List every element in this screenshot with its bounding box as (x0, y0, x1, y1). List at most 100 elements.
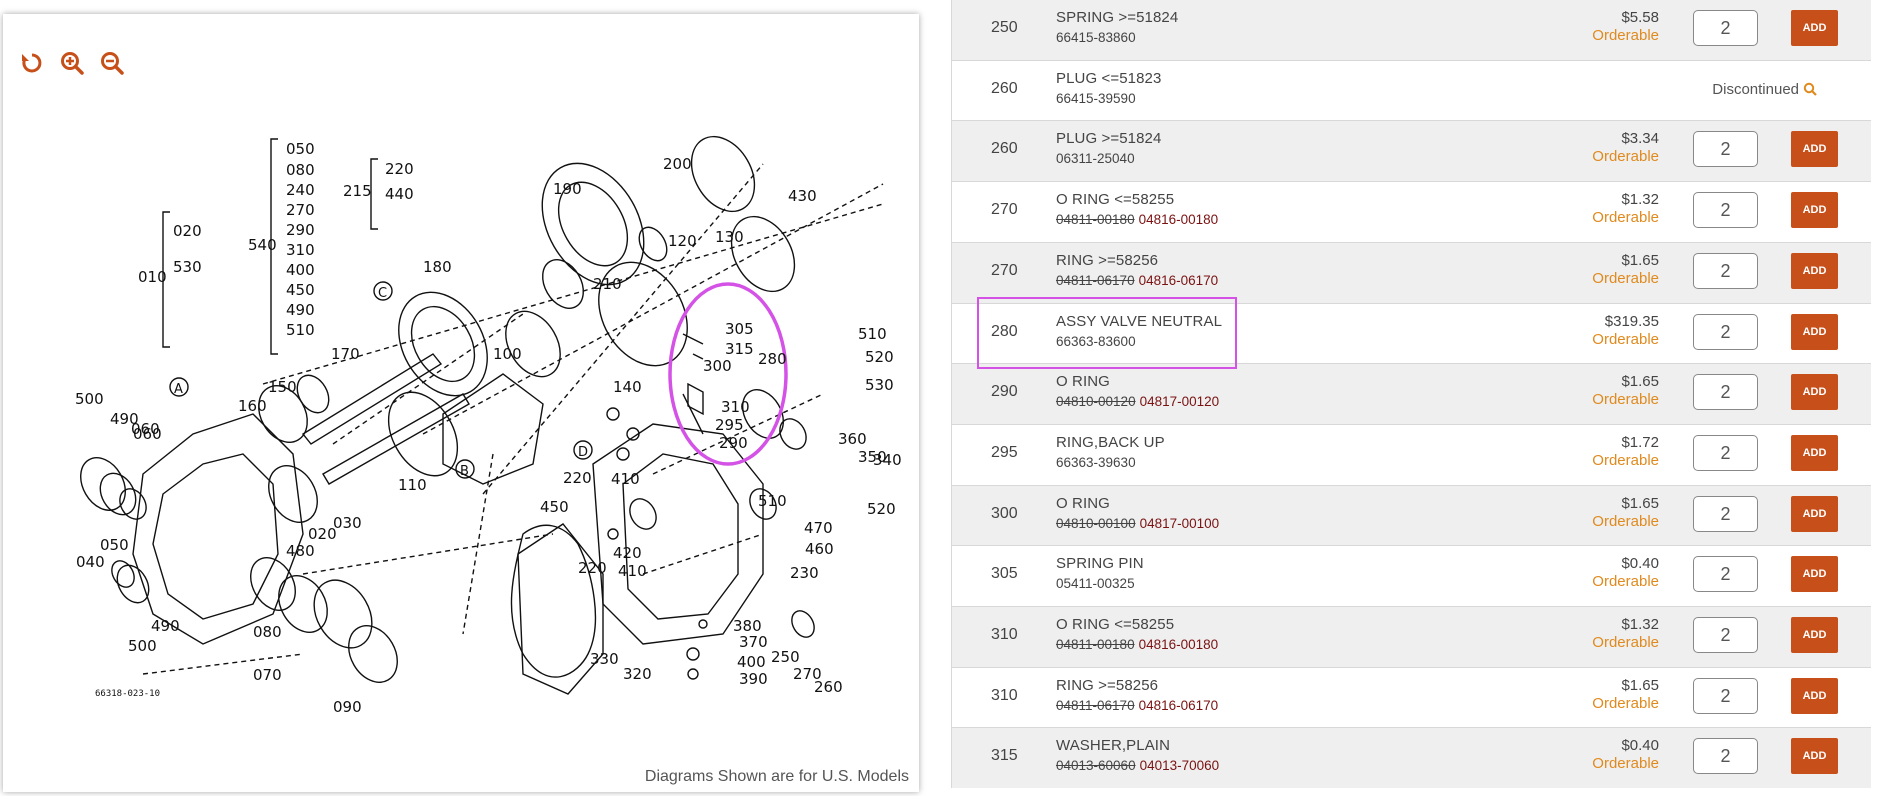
diagram-linework (373, 281, 393, 301)
part-number: 66415-83860 (1056, 30, 1136, 45)
replacement-part-number[interactable]: 04816-06170 (1138, 272, 1219, 288)
discontinued-status[interactable]: Discontinued (1712, 81, 1817, 98)
replacement-part-number[interactable]: 04816-00180 (1138, 637, 1219, 652)
part-description: RING >=58256 (1056, 251, 1159, 269)
availability-status: Orderable (1592, 694, 1659, 712)
add-to-cart-button[interactable]: ADD (1791, 374, 1838, 411)
zoom-out-icon (101, 52, 124, 75)
add-to-cart-button[interactable]: ADD (1791, 313, 1838, 350)
add-to-cart-button[interactable]: ADD (1791, 192, 1838, 229)
callout-number: 130 (715, 228, 744, 246)
replacement-part-number[interactable]: 04013-70060 (1139, 758, 1220, 774)
diagram-linework (687, 382, 704, 416)
add-to-cart-button[interactable]: ADD (1791, 677, 1838, 714)
replacement-part-number[interactable]: 04816-06170 (1138, 697, 1219, 713)
part-description: WASHER,PLAIN (1056, 737, 1171, 755)
callout-number: 350 (858, 448, 887, 466)
price: $1.32 (1621, 616, 1659, 633)
callout-number: 190 (553, 180, 582, 198)
add-to-cart-button[interactable]: ADD (1791, 10, 1838, 46)
part-description: O RING <=58255 (1056, 191, 1175, 209)
part-number: 05411-00325 (1056, 576, 1135, 591)
quantity-input[interactable]: 2 (1693, 192, 1758, 229)
diagram-linework (505, 310, 561, 378)
exploded-parts-diagram[interactable]: 0100205300605400500802402702903104004504… (3, 14, 919, 792)
callout-number: 220 (563, 469, 592, 487)
quantity-input[interactable]: 2 (1693, 617, 1758, 653)
part-description: PLUG >=51824 (1056, 130, 1162, 148)
diagram-linework (152, 453, 279, 620)
quantity-input[interactable]: 2 (1693, 434, 1758, 471)
add-to-cart-button[interactable]: ADD (1791, 495, 1838, 532)
diagram-linework (322, 393, 470, 485)
replacement-part-number[interactable]: 04816-00180 (1138, 212, 1219, 228)
quantity-input[interactable]: 2 (1693, 252, 1758, 289)
zoom-in-button[interactable] (57, 48, 87, 78)
diagram-linework (557, 181, 629, 267)
quantity-input[interactable]: 2 (1693, 556, 1758, 593)
quantity-input[interactable]: 2 (1693, 495, 1758, 532)
callout-number: 410 (618, 562, 647, 580)
quantity-input[interactable]: 2 (1693, 374, 1758, 411)
diagram-linework (686, 647, 700, 661)
callout-number: 030 (333, 514, 362, 532)
diagram-linework (398, 291, 488, 397)
diagram-linework (606, 407, 620, 421)
search-icon (1803, 82, 1817, 96)
diagram-linework (749, 488, 777, 520)
diagram-linework (116, 564, 150, 604)
callout-number: 520 (867, 500, 896, 518)
add-to-cart-button[interactable]: ADD (1791, 617, 1838, 653)
add-to-cart-button[interactable]: ADD (1791, 434, 1838, 471)
superseded-part-number: 04810-00100 (1056, 515, 1136, 531)
add-to-cart-button[interactable]: ADD (1791, 556, 1838, 593)
replacement-part-number[interactable]: 04817-00100 (1139, 515, 1220, 531)
add-to-cart-button[interactable]: ADD (1791, 252, 1838, 289)
diagram-linework (370, 158, 378, 230)
callout-number: 290 (286, 221, 315, 239)
callout-number: 060 (133, 425, 162, 443)
replacement-part-number[interactable]: 04817-00120 (1139, 394, 1220, 410)
diagram-linework (779, 418, 807, 450)
ref-number: 260 (991, 140, 1018, 158)
diagram-linework (442, 373, 544, 485)
superseded-part-number: 04811-00180 (1056, 212, 1135, 228)
diagram-linework (99, 472, 137, 516)
quantity-input[interactable]: 2 (1693, 131, 1758, 168)
quantity-input[interactable]: 2 (1693, 738, 1758, 775)
diagram-linework (482, 163, 764, 495)
callout-number: 110 (398, 476, 427, 494)
availability-status: Orderable (1592, 573, 1659, 591)
add-to-cart-button[interactable]: ADD (1791, 738, 1838, 775)
diagram-linework (132, 413, 304, 645)
quantity-input[interactable]: 2 (1693, 677, 1758, 714)
callout-number: 080 (253, 623, 282, 641)
diagram-linework (387, 391, 459, 477)
callout-number: 310 (721, 398, 750, 416)
zoom-in-icon (61, 52, 84, 75)
callout-number: 270 (793, 665, 822, 683)
availability-status: Orderable (1592, 451, 1659, 469)
part-description: ASSY VALVE NEUTRAL (1056, 312, 1223, 330)
zoom-out-button[interactable] (97, 48, 127, 78)
quantity-input[interactable]: 2 (1693, 313, 1758, 350)
part-description: SPRING PIN (1056, 555, 1144, 573)
quantity-input[interactable]: 2 (1693, 10, 1758, 46)
add-to-cart-button[interactable]: ADD (1791, 131, 1838, 168)
part-number-value: 66363-83600 (1056, 333, 1136, 349)
part-number: 66363-83600 (1056, 334, 1136, 349)
reset-rotate-button[interactable] (17, 48, 47, 78)
callout-number: 020 (173, 222, 202, 240)
diagram-linework (270, 138, 278, 355)
price: $1.65 (1621, 676, 1659, 694)
